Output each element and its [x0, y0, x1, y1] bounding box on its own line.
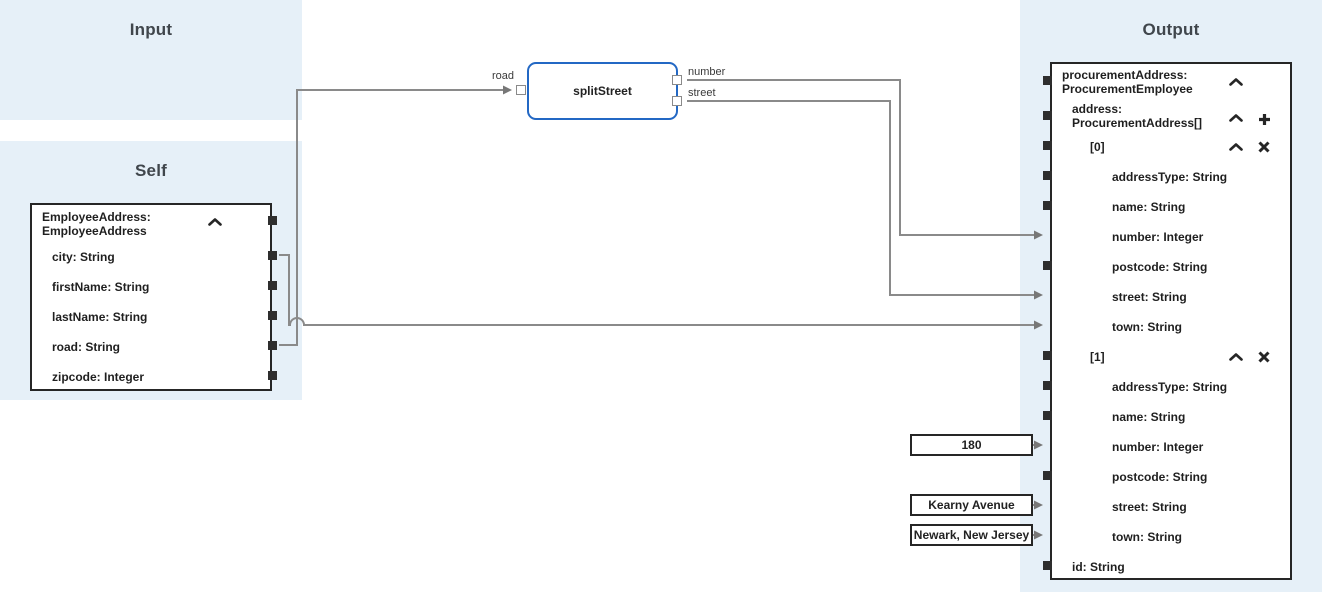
connector-out-addresstype-0[interactable] [1043, 171, 1052, 180]
collapse-chevron-icon[interactable] [1228, 110, 1244, 126]
wire-road-to-splitstreet[interactable] [279, 85, 512, 346]
output-address-line1: address: [1072, 102, 1123, 116]
collapse-chevron-icon[interactable] [1228, 139, 1244, 155]
connector-out-address[interactable] [1043, 111, 1052, 120]
output-row-addresstype-0[interactable]: addressType: String [1112, 170, 1228, 184]
connector-out-addresstype-1[interactable] [1043, 381, 1052, 390]
self-schema-header[interactable]: EmployeeAddress: EmployeeAddress [42, 210, 151, 238]
constant-box-kearny-avenue[interactable]: Kearny Avenue [910, 494, 1033, 516]
wire-number-to-number0[interactable] [687, 79, 1043, 240]
constant-value: Newark, New Jersey [913, 528, 1030, 542]
output-row-index1[interactable]: [1] [1090, 350, 1105, 364]
output-row-number-0[interactable]: number: Integer [1112, 230, 1204, 244]
function-node-label: splitStreet [573, 84, 632, 98]
port-label-street: street [688, 87, 716, 99]
port-splitstreet-street-output[interactable] [672, 96, 682, 106]
connector-out-index0[interactable] [1043, 141, 1052, 150]
port-splitstreet-road-input[interactable] [516, 85, 526, 95]
connector-self-header[interactable] [268, 216, 277, 225]
port-label-road: road [491, 70, 514, 82]
input-panel-title: Input [129, 20, 173, 39]
remove-item-icon[interactable] [1256, 139, 1272, 155]
field-row-firstname[interactable]: firstName: String [52, 280, 150, 294]
output-row-name-0[interactable]: name: String [1112, 200, 1186, 214]
output-panel-title: Output [1142, 20, 1200, 39]
collapse-chevron-icon[interactable] [1228, 74, 1244, 90]
output-schema-header-line1: procurementAddress: [1062, 68, 1188, 82]
output-row-town-1[interactable]: town: String [1112, 530, 1182, 544]
connector-out-name-0[interactable] [1043, 201, 1052, 210]
output-schema-box: procurementAddress: ProcurementEmployee … [1050, 62, 1292, 580]
connector-self-city[interactable] [268, 251, 277, 260]
field-row-zipcode[interactable]: zipcode: Integer [52, 370, 145, 384]
port-splitstreet-number-output[interactable] [672, 75, 682, 85]
connector-out-header[interactable] [1043, 76, 1052, 85]
output-row-street-0[interactable]: street: String [1112, 290, 1187, 304]
output-row-id[interactable]: id: String [1072, 560, 1125, 574]
field-row-city[interactable]: city: String [52, 250, 115, 264]
connector-out-postcode-1[interactable] [1043, 471, 1052, 480]
connector-out-postcode-0[interactable] [1043, 261, 1052, 270]
connector-out-index1[interactable] [1043, 351, 1052, 360]
connector-self-firstname[interactable] [268, 281, 277, 290]
output-row-postcode-1[interactable]: postcode: String [1112, 470, 1208, 484]
connector-self-road[interactable] [268, 341, 277, 350]
constant-box-180[interactable]: 180 [910, 434, 1033, 456]
collapse-chevron-icon[interactable] [1228, 349, 1244, 365]
collapse-chevron-icon[interactable] [207, 214, 223, 230]
remove-item-icon[interactable] [1256, 349, 1272, 365]
field-row-lastname[interactable]: lastName: String [52, 310, 148, 324]
add-item-icon[interactable] [1256, 111, 1272, 127]
self-schema-header-line1: EmployeeAddress: [42, 210, 151, 224]
input-panel: Input [0, 0, 302, 120]
connector-self-zipcode[interactable] [268, 371, 277, 380]
connector-out-name-1[interactable] [1043, 411, 1052, 420]
output-row-index0[interactable]: [0] [1090, 140, 1105, 154]
output-row-street-1[interactable]: street: String [1112, 500, 1187, 514]
output-row-address[interactable]: address: ProcurementAddress[] [1072, 102, 1202, 130]
self-schema-box: EmployeeAddress: EmployeeAddress city: S… [30, 203, 272, 391]
wire-street-to-street0[interactable] [687, 100, 1043, 300]
constant-box-newark-new-jersey[interactable]: Newark, New Jersey [910, 524, 1033, 546]
self-panel-title: Self [135, 161, 167, 180]
constant-value: 180 [961, 438, 982, 452]
output-row-name-1[interactable]: name: String [1112, 410, 1186, 424]
output-schema-header[interactable]: procurementAddress: ProcurementEmployee [1062, 68, 1193, 96]
connector-out-id[interactable] [1043, 561, 1052, 570]
port-label-number: number [688, 66, 726, 78]
output-row-addresstype-1[interactable]: addressType: String [1112, 380, 1228, 394]
field-row-road[interactable]: road: String [52, 340, 120, 354]
constant-value: Kearny Avenue [928, 498, 1015, 512]
connector-self-lastname[interactable] [268, 311, 277, 320]
output-address-line2: ProcurementAddress[] [1072, 116, 1203, 130]
function-node-splitstreet[interactable]: splitStreet [527, 62, 678, 120]
output-schema-header-line2: ProcurementEmployee [1062, 82, 1193, 96]
output-row-number-1[interactable]: number: Integer [1112, 440, 1204, 454]
wire-city-to-town0[interactable] [279, 254, 1043, 330]
self-schema-header-line2: EmployeeAddress [42, 224, 147, 238]
output-row-town-0[interactable]: town: String [1112, 320, 1182, 334]
output-row-postcode-0[interactable]: postcode: String [1112, 260, 1208, 274]
